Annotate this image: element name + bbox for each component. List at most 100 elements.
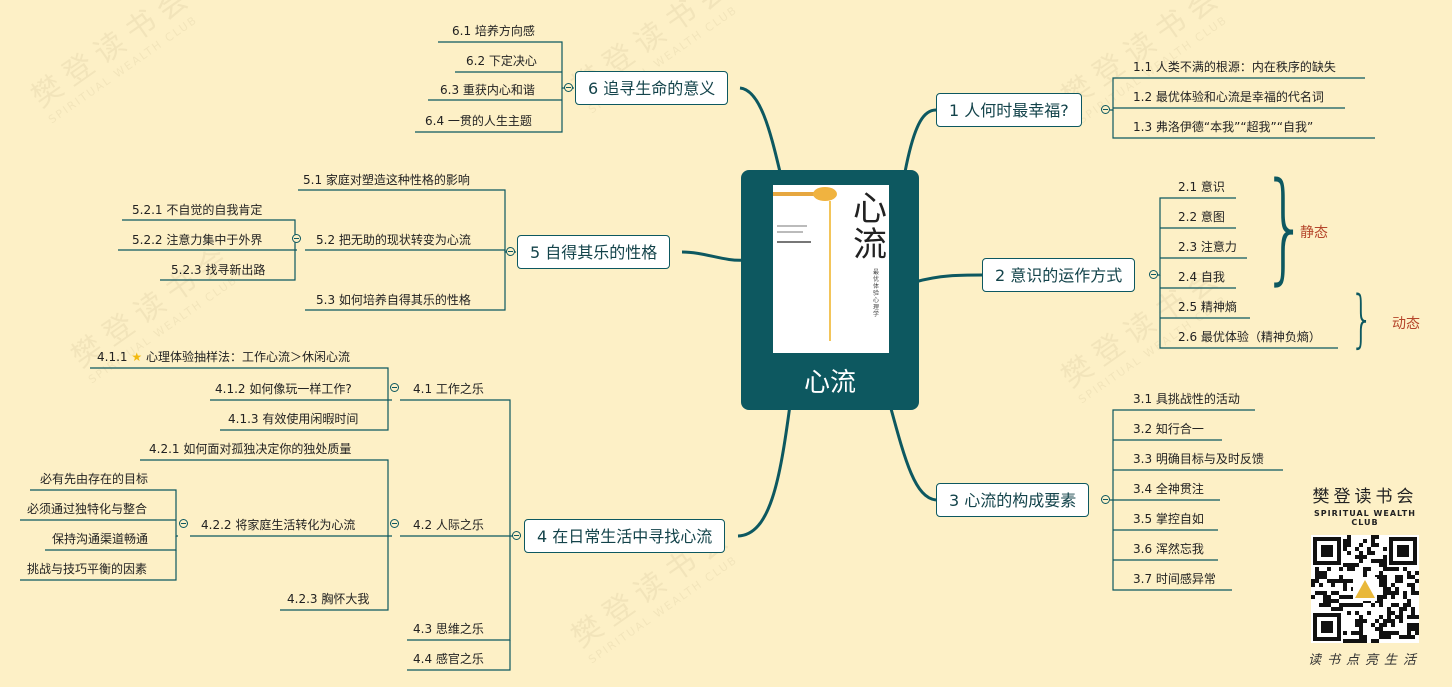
qr-module <box>1415 623 1419 627</box>
leaf-4-4[interactable]: 4.4 感官之乐 <box>413 652 484 666</box>
leaf-4-1[interactable]: 4.1 工作之乐 <box>413 382 484 396</box>
leaf-4-2-2-d[interactable]: 挑战与技巧平衡的因素 <box>27 562 148 576</box>
qr-module <box>1379 559 1383 563</box>
qr-module <box>1355 603 1359 607</box>
qr-module <box>1407 575 1411 579</box>
qr-module <box>1403 603 1407 607</box>
leaf-4-1-2[interactable]: 4.1.2 如何像玩一样工作? <box>215 382 352 396</box>
leaf-6-3[interactable]: 6.3 重获内心和谐 <box>440 83 535 97</box>
central-topic[interactable]: 心流 最优体验心理学 心流 <box>741 170 919 410</box>
leaf-6-1[interactable]: 6.1 培养方向感 <box>452 24 535 38</box>
leaf-2-4[interactable]: 2.4 自我 <box>1178 270 1225 284</box>
branch-connector <box>737 404 792 538</box>
qr-module <box>1367 567 1371 571</box>
collapse-toggle-icon[interactable] <box>512 531 521 540</box>
collapse-toggle-icon[interactable] <box>1149 270 1158 279</box>
branch-node-5[interactable]: 5 自得其乐的性格 <box>517 235 671 269</box>
leaf-3-3[interactable]: 3.3 明确目标与及时反馈 <box>1133 452 1264 466</box>
qr-module <box>1339 579 1343 583</box>
leaf-3-7[interactable]: 3.7 时间感异常 <box>1133 572 1216 586</box>
leaf-3-6[interactable]: 3.6 浑然忘我 <box>1133 542 1204 556</box>
qr-module <box>1395 567 1399 571</box>
qr-module <box>1399 579 1403 583</box>
qr-module <box>1387 567 1391 571</box>
leaf-3-5[interactable]: 3.5 掌控自如 <box>1133 512 1204 526</box>
qr-module <box>1391 623 1395 627</box>
qr-module <box>1359 631 1363 635</box>
leaf-4-2[interactable]: 4.2 人际之乐 <box>413 518 484 532</box>
qr-module <box>1339 607 1343 611</box>
leaf-4-2-2-a[interactable]: 必有先由存在的目标 <box>40 472 149 486</box>
leaf-3-4[interactable]: 3.4 全神贯注 <box>1133 482 1204 496</box>
leaf-5-2[interactable]: 5.2 把无助的现状转变为心流 <box>316 233 471 247</box>
qr-module <box>1411 615 1415 619</box>
leaf-2-1[interactable]: 2.1 意识 <box>1178 180 1225 194</box>
leaf-3-2[interactable]: 3.2 知行合一 <box>1133 422 1204 436</box>
qr-module <box>1363 555 1367 559</box>
collapse-toggle-icon[interactable] <box>506 247 515 256</box>
leaf-2-2[interactable]: 2.2 意图 <box>1178 210 1225 224</box>
qr-module <box>1407 599 1411 603</box>
leaf-6-2[interactable]: 6.2 下定决心 <box>466 54 537 68</box>
collapse-toggle-icon[interactable] <box>292 234 301 243</box>
branch-node-1[interactable]: 1 人何时最幸福? <box>936 93 1082 127</box>
qr-module <box>1383 635 1387 639</box>
collapse-toggle-icon[interactable] <box>1101 105 1110 114</box>
leaf-6-4[interactable]: 6.4 一贯的人生主题 <box>425 114 532 128</box>
qr-module <box>1415 571 1419 575</box>
qr-module <box>1355 611 1359 615</box>
qr-module <box>1407 571 1411 575</box>
qr-module <box>1343 579 1347 583</box>
leaf-1-2[interactable]: 1.2 最优体验和心流是幸福的代名词 <box>1133 90 1324 104</box>
leaf-4-1-3[interactable]: 4.1.3 有效使用闲暇时间 <box>228 412 359 426</box>
qr-module <box>1411 623 1415 627</box>
qr-module <box>1343 595 1347 599</box>
qr-module <box>1395 631 1399 635</box>
branch-node-3[interactable]: 3 心流的构成要素 <box>936 483 1090 517</box>
branch-connector <box>903 108 937 173</box>
leaf-5-3[interactable]: 5.3 如何培养自得其乐的性格 <box>316 293 471 307</box>
qr-module <box>1379 599 1383 603</box>
brace-dynamic: } <box>1350 282 1374 355</box>
qr-module <box>1315 591 1319 595</box>
leaf-1-3[interactable]: 1.3 弗洛伊德“本我”“超我”“自我” <box>1133 120 1314 134</box>
honey-stream <box>829 201 831 341</box>
qr-module <box>1319 591 1323 595</box>
qr-module <box>1347 539 1351 543</box>
leaf-5-2-3[interactable]: 5.2.3 找寻新出路 <box>171 263 266 277</box>
collapse-toggle-icon[interactable] <box>564 83 573 92</box>
leaf-2-6[interactable]: 2.6 最优体验（精神负熵） <box>1178 330 1321 344</box>
leaf-4-2-2-c[interactable]: 保持沟通渠道畅通 <box>52 532 149 546</box>
leaf-2-5[interactable]: 2.5 精神熵 <box>1178 300 1237 314</box>
qr-module <box>1355 639 1359 643</box>
cover-title: 心流 <box>853 189 887 265</box>
leaf-3-1[interactable]: 3.1 具挑战性的活动 <box>1133 392 1240 406</box>
leaf-4-1-1[interactable]: 4.1.1 ★ 心理体验抽样法：工作心流＞休闲心流 <box>97 348 350 366</box>
qr-module <box>1327 567 1331 571</box>
qr-module <box>1383 559 1387 563</box>
leaf-4-2-1[interactable]: 4.2.1 如何面对孤独决定你的独处质量 <box>149 442 352 456</box>
leaf-4-2-2-b[interactable]: 必须通过独特化与整合 <box>27 502 148 516</box>
qr-module <box>1379 595 1383 599</box>
leaf-4-3[interactable]: 4.3 思维之乐 <box>413 622 484 636</box>
leaf-4-2-3[interactable]: 4.2.3 胸怀大我 <box>287 592 370 606</box>
qr-module <box>1387 587 1391 591</box>
leaf-5-2-2[interactable]: 5.2.2 注意力集中于外界 <box>132 233 263 247</box>
collapse-toggle-icon[interactable] <box>1101 495 1110 504</box>
leaf-2-3[interactable]: 2.3 注意力 <box>1178 240 1237 254</box>
collapse-toggle-icon[interactable] <box>390 383 399 392</box>
branch-node-4[interactable]: 4 在日常生活中寻找心流 <box>524 519 726 553</box>
leaf-1-1[interactable]: 1.1 人类不满的根源：内在秩序的缺失 <box>1133 60 1336 74</box>
branch-node-2[interactable]: 2 意识的运作方式 <box>982 258 1136 292</box>
qr-module <box>1375 639 1379 643</box>
leaf-5-1[interactable]: 5.1 家庭对塑造这种性格的影响 <box>303 173 470 187</box>
qr-module <box>1387 615 1391 619</box>
collapse-toggle-icon[interactable] <box>390 519 399 528</box>
qr-module <box>1383 623 1387 627</box>
leaf-5-2-1[interactable]: 5.2.1 不自觉的自我肯定 <box>132 203 263 217</box>
leaf-4-2-2[interactable]: 4.2.2 将家庭生活转化为心流 <box>201 518 356 532</box>
branch-node-6[interactable]: 6 追寻生命的意义 <box>575 71 729 105</box>
qr-module <box>1323 599 1327 603</box>
collapse-toggle-icon[interactable] <box>179 519 188 528</box>
qr-code-icon[interactable] <box>1311 535 1419 643</box>
